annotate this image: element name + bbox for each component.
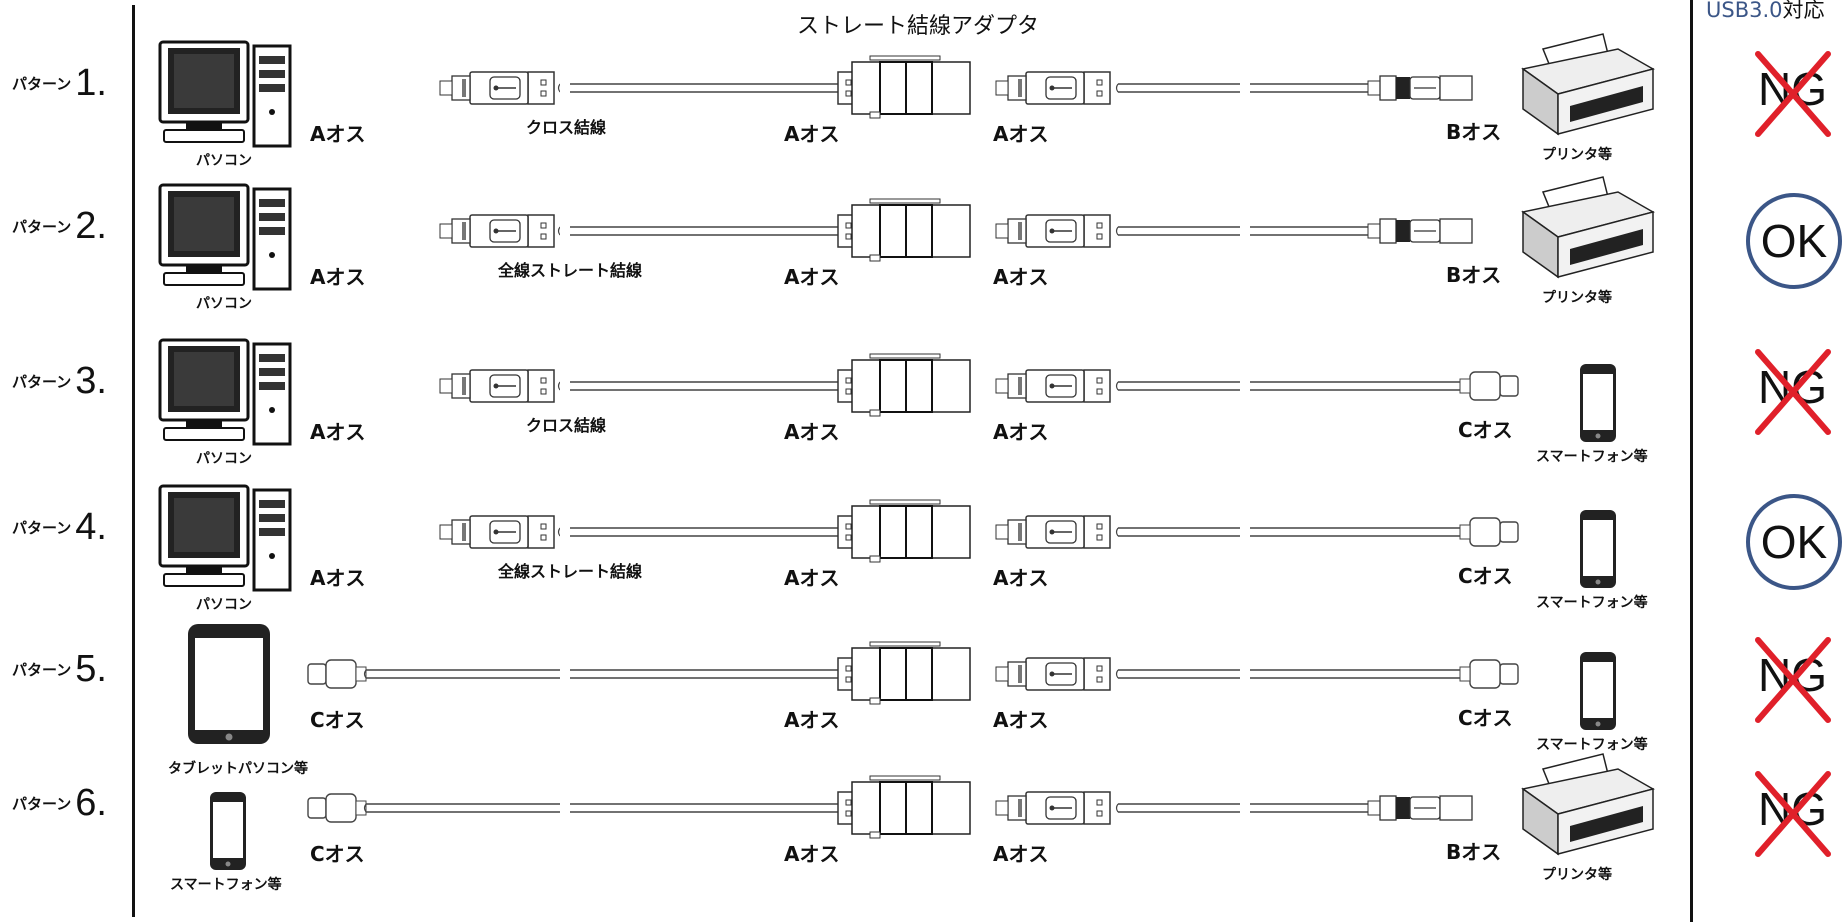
result-ok-badge: OK [1746, 193, 1842, 289]
right-device-label: プリンタ等 [1542, 867, 1612, 883]
right-divider [1690, 0, 1693, 922]
pattern-text: パターン [12, 373, 72, 391]
result-text: OK [1760, 516, 1828, 568]
left-divider [132, 5, 135, 917]
usb-label: USB3.0 [1706, 0, 1783, 22]
wiring-label: クロス結線 [526, 416, 607, 435]
pattern-number: 6. [75, 782, 107, 824]
pattern-number: 2. [75, 205, 107, 247]
wiring-label: クロス結線 [526, 118, 607, 137]
usb-suffix: 対応 [1782, 0, 1825, 22]
cross-mark-icon [1755, 771, 1831, 857]
left-device-label: パソコン [196, 597, 252, 613]
plug-label-2: Aオス [784, 265, 840, 289]
pattern-text: パターン [12, 661, 72, 679]
plug-label-1: Aオス [310, 420, 366, 444]
plug-label-4: Cオス [1458, 564, 1513, 588]
result-ng-badge: NG [1755, 346, 1836, 436]
adapter-title: ストレート結線アダプタ [797, 14, 1040, 39]
plug-label-4: Bオス [1446, 263, 1502, 287]
plug-label-4: Bオス [1446, 840, 1502, 864]
plug-label-1: Cオス [310, 842, 365, 866]
result-ng-badge: NG [1755, 768, 1836, 858]
pattern-text: パターン [12, 75, 72, 93]
pattern-number: 4. [75, 506, 107, 548]
plug-label-2: Aオス [784, 420, 840, 444]
cross-mark-icon [1755, 51, 1831, 137]
plug-label-3: Aオス [993, 842, 1049, 866]
result-text: OK [1760, 215, 1828, 267]
plug-label-1: Cオス [310, 708, 365, 732]
plug-label-1: Aオス [310, 122, 366, 146]
left-device-label: パソコン [196, 296, 252, 312]
cable-assembly [439, 198, 1473, 262]
pattern-text: パターン [12, 218, 72, 236]
wiring-label: 全線ストレート結線 [498, 261, 643, 280]
pattern-text: パターン [12, 519, 72, 537]
plug-label-3: Aオス [993, 265, 1049, 289]
pattern-text: パターン [12, 795, 72, 813]
result-ng-badge: NG [1755, 634, 1836, 724]
cross-mark-icon [1755, 637, 1831, 723]
pattern-number: 5. [75, 648, 107, 690]
cable-assembly [307, 775, 1473, 839]
right-device-label: プリンタ等 [1542, 290, 1612, 306]
right-device-label: スマートフォン等 [1536, 595, 1648, 611]
left-device-label: パソコン [196, 451, 252, 467]
plug-label-3: Aオス [993, 566, 1049, 590]
cable-assembly [439, 499, 1519, 563]
usb-header: USB3.0対応 [1706, 0, 1825, 24]
cross-mark-icon [1755, 349, 1831, 435]
result-ok-badge: OK [1746, 494, 1842, 590]
plug-label-3: Aオス [993, 708, 1049, 732]
plug-label-2: Aオス [784, 566, 840, 590]
cable-assembly [439, 55, 1473, 119]
cable-assembly [307, 641, 1519, 705]
right-device-label: プリンタ等 [1542, 147, 1612, 163]
plug-label-4: Cオス [1458, 706, 1513, 730]
left-device-label: パソコン [196, 153, 252, 169]
plug-label-3: Aオス [993, 122, 1049, 146]
right-device-label: スマートフォン等 [1536, 737, 1648, 753]
plug-label-3: Aオス [993, 420, 1049, 444]
plug-label-4: Bオス [1446, 120, 1502, 144]
right-device-label: スマートフォン等 [1536, 449, 1648, 465]
plug-label-2: Aオス [784, 842, 840, 866]
cable-assembly [439, 353, 1519, 417]
left-device-label: タブレットパソコン等 [168, 761, 308, 777]
wiring-label: 全線ストレート結線 [498, 562, 643, 581]
left-device-label: スマートフォン等 [170, 877, 282, 893]
plug-label-2: Aオス [784, 122, 840, 146]
plug-label-1: Aオス [310, 566, 366, 590]
pattern-number: 3. [75, 360, 107, 402]
pattern-number: 1. [75, 62, 107, 104]
plug-label-2: Aオス [784, 708, 840, 732]
plug-label-4: Cオス [1458, 418, 1513, 442]
result-ng-badge: NG [1755, 48, 1836, 138]
plug-label-1: Aオス [310, 265, 366, 289]
